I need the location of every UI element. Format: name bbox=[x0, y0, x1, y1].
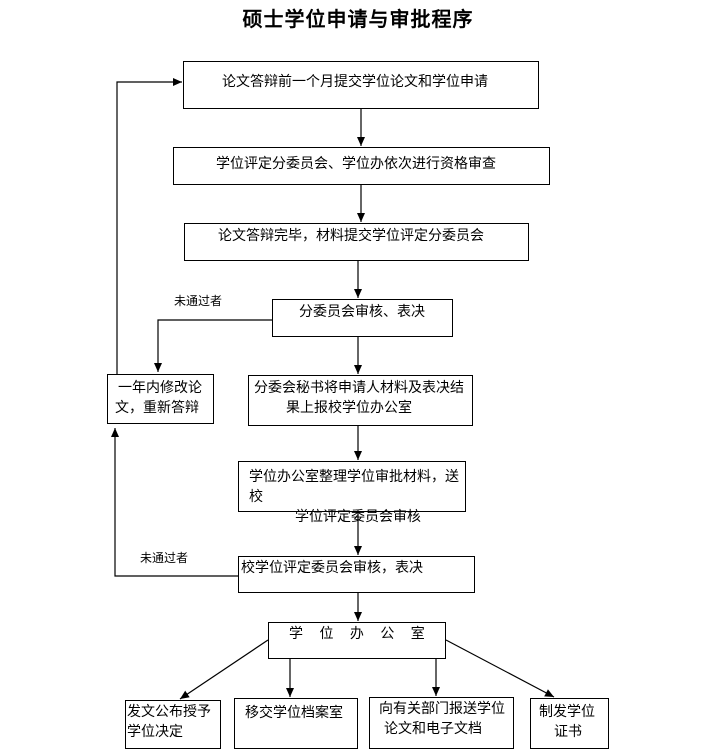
page-title: 硕士学位申请与审批程序 bbox=[242, 7, 474, 31]
step-degree-office: 学 位 办 公 室 bbox=[268, 622, 446, 659]
step-subcommittee-vote: 分委员会审核、表决 bbox=[272, 299, 453, 337]
output-announce-line2: 学位决定 bbox=[127, 724, 183, 740]
arrow-s8-o4 bbox=[445, 639, 555, 698]
step-secretary-report-line2: 果上报校学位办公室 bbox=[286, 400, 412, 416]
output-issue-certificate-line2: 证书 bbox=[554, 724, 582, 740]
step-secretary-report-line1: 分委会秘书将申请人材料及表决结 bbox=[254, 380, 464, 396]
fail-note-subcommittee: 未通过者 bbox=[174, 294, 223, 308]
step-submit-thesis: 论文答辩前一个月提交学位论文和学位申请 bbox=[183, 61, 539, 109]
step-university-vote: 校学位评定委员会审核，表决 bbox=[238, 556, 475, 593]
arrow-revise-back bbox=[116, 78, 182, 374]
fail-note-university: 未通过者 bbox=[140, 551, 189, 565]
step-subcommittee-vote-label: 分委员会审核、表决 bbox=[299, 304, 425, 320]
revise-and-redefend: 一年内修改论 文，重新答辩 bbox=[107, 374, 214, 424]
step-university-vote-label: 校学位评定委员会审核，表决 bbox=[241, 560, 423, 576]
step-qualification-review: 学位评定分委员会、学位办依次进行资格审查 bbox=[173, 147, 550, 185]
output-announce-degree: 发文公布授予 学位决定 bbox=[125, 700, 221, 749]
revise-line2: 文，重新答辩 bbox=[115, 400, 199, 416]
revise-line1: 一年内修改论 bbox=[118, 380, 202, 396]
step-defense-complete-label: 论文答辩完毕，材料提交学位评定分委员会 bbox=[218, 228, 484, 244]
output-submit-docs: 向有关部门报送学位 论文和电子文档 bbox=[369, 697, 514, 749]
output-issue-certificate-line1: 制发学位 bbox=[539, 704, 595, 720]
step-office-organize: 学位办公室整理学位审批材料，送校 学位评定委员会审核 bbox=[238, 461, 466, 525]
step-office-organize-line2: 学位评定委员会审核 bbox=[295, 509, 421, 525]
arrow-s7-fail bbox=[111, 428, 238, 577]
output-submit-docs-line2: 论文和电子文档 bbox=[384, 721, 482, 737]
output-archive-label: 移交学位档案室 bbox=[245, 705, 343, 721]
step-secretary-report: 分委会秘书将申请人材料及表决结 果上报校学位办公室 bbox=[248, 375, 473, 426]
step-qualification-review-label: 学位评定分委员会、学位办依次进行资格审查 bbox=[216, 156, 496, 172]
output-issue-certificate: 制发学位 证书 bbox=[530, 698, 609, 749]
arrow-s8-o1 bbox=[179, 639, 269, 700]
step-submit-thesis-label: 论文答辩前一个月提交学位论文和学位申请 bbox=[222, 74, 488, 90]
arrow-s4-fail bbox=[154, 319, 272, 372]
output-announce-line1: 发文公布授予 bbox=[127, 704, 211, 720]
step-defense-complete: 论文答辩完毕，材料提交学位评定分委员会 bbox=[184, 223, 529, 261]
step-degree-office-label: 学 位 办 公 室 bbox=[289, 626, 431, 642]
output-submit-docs-line1: 向有关部门报送学位 bbox=[379, 701, 505, 717]
step-office-organize-line1: 学位办公室整理学位审批材料，送校 bbox=[249, 469, 459, 505]
output-archive: 移交学位档案室 bbox=[234, 698, 358, 749]
